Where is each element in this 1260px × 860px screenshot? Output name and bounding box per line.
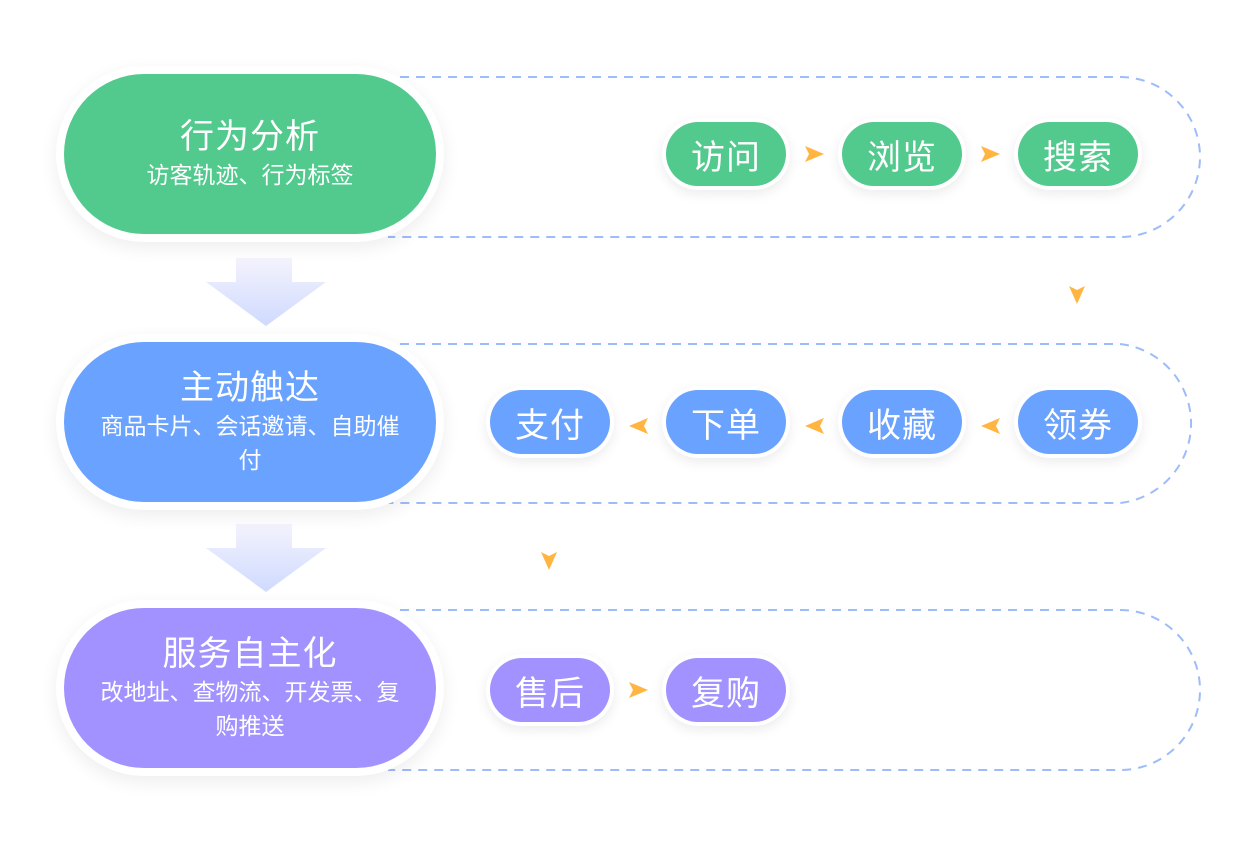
stage-subtitle: 访客轨迹、行为标签 — [146, 163, 354, 189]
step-search: 搜索 — [1014, 118, 1142, 190]
step-visit: 访问 — [662, 118, 790, 190]
arrow-left-icon — [981, 418, 1000, 434]
stage-service-self-help: 服务自主化 改地址、查物流、开发票、复购推送 — [56, 600, 444, 776]
step-claim-coupon: 领券 — [1014, 386, 1142, 458]
step-after-sales: 售后 — [486, 654, 614, 726]
dashed-loop-2 — [388, 343, 1193, 504]
stage-subtitle: 商品卡片、会话邀请、自助催付 — [100, 414, 400, 474]
step-pay: 支付 — [486, 386, 614, 458]
stage-title: 服务自主化 — [162, 634, 338, 674]
arrow-right-icon — [805, 146, 824, 162]
stage-behavior-analysis: 行为分析 访客轨迹、行为标签 — [56, 66, 444, 242]
stage-down-arrow-2 — [206, 524, 326, 592]
dashed-loop-3 — [388, 609, 1201, 771]
stage-down-arrow-1 — [206, 258, 326, 326]
stage-subtitle: 改地址、查物流、开发票、复购推送 — [100, 680, 400, 740]
arrow-right-icon — [981, 146, 1000, 162]
step-browse: 浏览 — [838, 118, 966, 190]
dashed-loop-1 — [388, 76, 1201, 238]
step-place-order: 下单 — [662, 386, 790, 458]
arrow-down-icon — [1069, 286, 1085, 304]
stage-title: 主动触达 — [180, 368, 320, 408]
stage-title: 行为分析 — [180, 117, 320, 157]
stage-active-outreach: 主动触达 商品卡片、会话邀请、自助催付 — [56, 334, 444, 510]
step-repurchase: 复购 — [662, 654, 790, 726]
arrow-left-icon — [629, 418, 648, 434]
step-favorite: 收藏 — [838, 386, 966, 458]
arrow-right-icon — [629, 682, 648, 698]
arrow-left-icon — [805, 418, 824, 434]
arrow-down-icon — [541, 552, 557, 570]
